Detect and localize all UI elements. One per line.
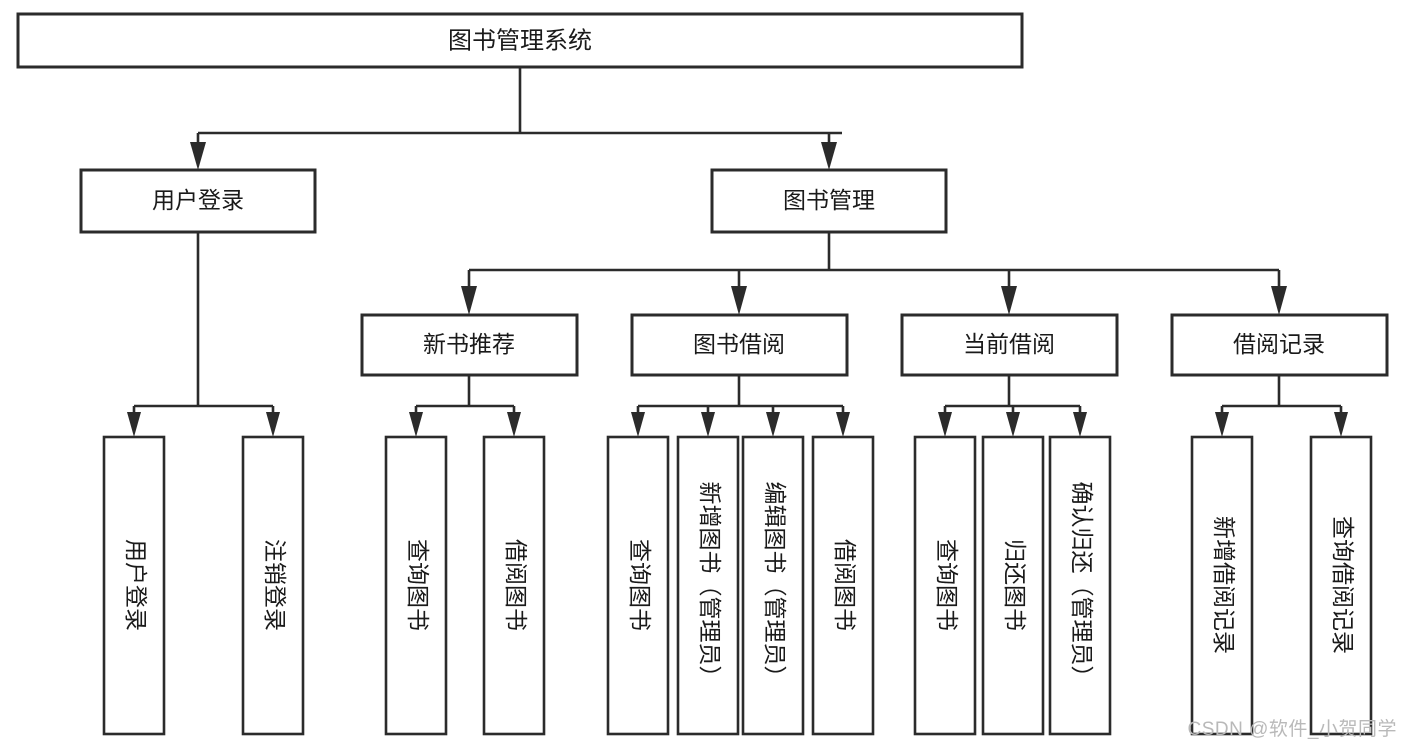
- node-new-book-recommend-box[interactable]: [360, 313, 579, 377]
- node-book-borrow-label: 图书借阅: [693, 331, 785, 357]
- node-user-login-label: 用户登录: [152, 187, 244, 213]
- connector-root-to-level2: [190, 67, 842, 170]
- connector-currentborrow-to-leaves: [938, 375, 1087, 437]
- leaf-user-login-2-box[interactable]: [241, 435, 305, 736]
- node-new-book-recommend-label: 新书推荐: [423, 331, 515, 357]
- arrow-head-icon: [836, 412, 850, 437]
- connector-bookmgmt-to-level3: [461, 232, 1287, 315]
- node-book-management[interactable]: 图书管理: [710, 168, 948, 234]
- connector-bookborrow-to-leaves: [631, 375, 850, 437]
- leaf-current-borrow-3[interactable]: 确认归还（管理员）: [1048, 435, 1112, 736]
- leaf-user-login-1[interactable]: 用户登录: [102, 435, 166, 736]
- node-book-management-box[interactable]: [710, 168, 948, 234]
- connector-newbook-to-leaves: [409, 375, 521, 437]
- leaf-current-borrow-1[interactable]: 查询图书: [913, 435, 977, 736]
- arrow-head-icon: [266, 412, 280, 437]
- leaf-current-borrow-2-box[interactable]: [981, 435, 1045, 736]
- node-borrow-record-label: 借阅记录: [1233, 331, 1325, 357]
- leaf-current-borrow-1-box[interactable]: [913, 435, 977, 736]
- arrow-head-icon: [1073, 412, 1087, 437]
- leaf-book-borrow-2-box[interactable]: [676, 435, 740, 736]
- node-root-label: 图书管理系统: [448, 27, 592, 54]
- arrow-head-icon: [1334, 412, 1348, 437]
- node-user-login[interactable]: 用户登录: [79, 168, 317, 234]
- leaf-book-borrow-4[interactable]: 借阅图书: [811, 435, 875, 736]
- node-new-book-recommend[interactable]: 新书推荐: [360, 313, 579, 377]
- leaf-book-borrow-4-label: 借阅图书: [832, 539, 858, 631]
- leaf-new-book-1-box[interactable]: [384, 435, 448, 736]
- leaf-borrow-record-2-box[interactable]: [1309, 435, 1373, 736]
- arrow-head-icon: [821, 142, 837, 170]
- arrow-head-icon: [1271, 286, 1287, 315]
- node-book-management-label: 图书管理: [783, 187, 875, 213]
- leaf-user-login-1-label: 用户登录: [123, 539, 149, 631]
- arrow-head-icon: [701, 412, 715, 437]
- node-current-borrow[interactable]: 当前借阅: [900, 313, 1119, 377]
- leaf-new-book-1-label: 查询图书: [405, 539, 431, 631]
- leaf-book-borrow-1-label: 查询图书: [627, 539, 653, 631]
- node-user-login-box[interactable]: [79, 168, 317, 234]
- leaf-current-borrow-3-label: 确认归还（管理员）: [1069, 482, 1095, 689]
- leaf-borrow-record-1[interactable]: 新增借阅记录: [1190, 435, 1254, 736]
- leaf-user-login-2-label: 注销登录: [262, 539, 288, 631]
- leaf-book-borrow-2-label: 新增图书（管理员）: [697, 482, 723, 689]
- leaf-current-borrow-3-box[interactable]: [1048, 435, 1112, 736]
- leaf-book-borrow-3-label: 编辑图书（管理员）: [762, 482, 788, 689]
- arrow-head-icon: [127, 412, 141, 437]
- leaf-current-borrow-1-label: 查询图书: [934, 539, 960, 631]
- leaf-borrow-record-2[interactable]: 查询借阅记录: [1309, 435, 1373, 736]
- leaf-new-book-1[interactable]: 查询图书: [384, 435, 448, 736]
- leaf-book-borrow-1[interactable]: 查询图书: [606, 435, 670, 736]
- leaf-book-borrow-4-box[interactable]: [811, 435, 875, 736]
- leaf-new-book-2-box[interactable]: [482, 435, 546, 736]
- leaf-borrow-record-2-label: 查询借阅记录: [1330, 516, 1356, 654]
- leaf-borrow-record-1-box[interactable]: [1190, 435, 1254, 736]
- leaf-book-borrow-2[interactable]: 新增图书（管理员）: [676, 435, 740, 736]
- leaf-current-borrow-2[interactable]: 归还图书: [981, 435, 1045, 736]
- node-borrow-record[interactable]: 借阅记录: [1170, 313, 1389, 377]
- node-book-borrow-box[interactable]: [630, 313, 849, 377]
- node-root[interactable]: 图书管理系统: [16, 12, 1024, 69]
- leaf-user-login-2[interactable]: 注销登录: [241, 435, 305, 736]
- connector-userlogin-to-leaves: [127, 232, 280, 437]
- arrow-head-icon: [1215, 412, 1229, 437]
- arrow-head-icon: [1006, 412, 1020, 437]
- arrow-head-icon: [507, 412, 521, 437]
- node-current-borrow-box[interactable]: [900, 313, 1119, 377]
- node-current-borrow-label: 当前借阅: [963, 331, 1055, 357]
- node-root-box[interactable]: [16, 12, 1024, 69]
- leaf-new-book-2-label: 借阅图书: [503, 539, 529, 631]
- arrow-head-icon: [190, 142, 206, 170]
- arrow-head-icon: [731, 286, 747, 315]
- arrow-head-icon: [631, 412, 645, 437]
- leaf-new-book-2[interactable]: 借阅图书: [482, 435, 546, 736]
- arrow-head-icon: [1001, 286, 1017, 315]
- leaf-current-borrow-2-label: 归还图书: [1002, 539, 1028, 631]
- arrow-head-icon: [409, 412, 423, 437]
- connector-borrowrecord-to-leaves: [1215, 375, 1348, 437]
- arrow-head-icon: [461, 286, 477, 315]
- watermark: CSDN @软件_小贺同学: [1187, 719, 1397, 740]
- arrow-head-icon: [938, 412, 952, 437]
- node-borrow-record-box[interactable]: [1170, 313, 1389, 377]
- arrow-head-icon: [766, 412, 780, 437]
- leaf-book-borrow-3[interactable]: 编辑图书（管理员）: [741, 435, 805, 736]
- leaf-user-login-1-box[interactable]: [102, 435, 166, 736]
- leaf-book-borrow-3-box[interactable]: [741, 435, 805, 736]
- node-book-borrow[interactable]: 图书借阅: [630, 313, 849, 377]
- leaf-borrow-record-1-label: 新增借阅记录: [1211, 516, 1237, 654]
- leaf-book-borrow-1-box[interactable]: [606, 435, 670, 736]
